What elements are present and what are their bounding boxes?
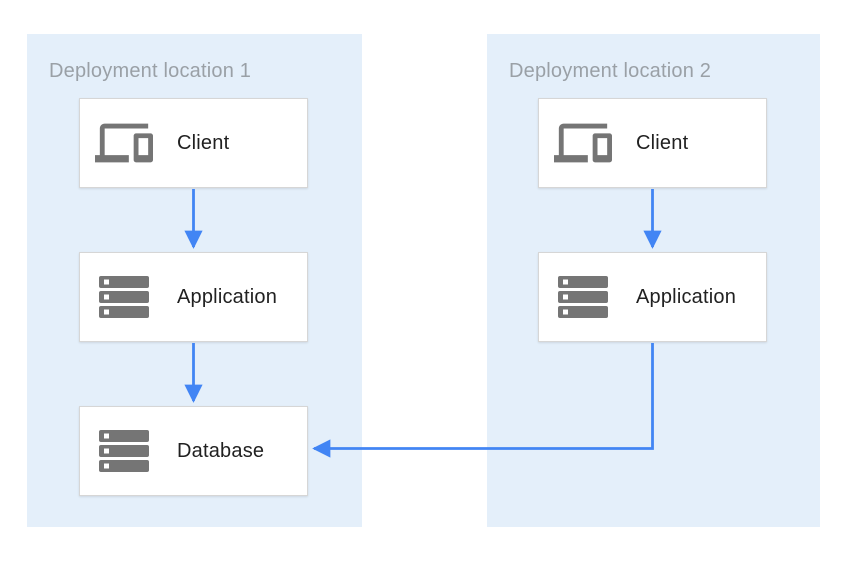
node-label: Client — [177, 131, 230, 154]
server-stack-icon — [554, 276, 612, 318]
devices-icon — [554, 114, 612, 172]
server-stack-icon — [95, 430, 153, 472]
node-client-1: Client — [79, 98, 308, 188]
panel-title: Deployment location 1 — [49, 60, 252, 82]
node-label: Application — [177, 285, 278, 308]
devices-icon — [95, 114, 153, 172]
node-client-2: Client — [538, 98, 767, 188]
panel-title: Deployment location 2 — [509, 60, 712, 82]
node-application-2: Application — [538, 252, 767, 342]
deployment-location-2-panel: Deployment location 2 Client — [487, 34, 820, 527]
server-stack-icon — [95, 276, 153, 318]
node-label: Database — [177, 439, 265, 462]
node-application-1: Application — [79, 252, 308, 342]
node-label: Client — [636, 131, 689, 154]
node-database-1: Database — [79, 406, 308, 496]
node-label: Application — [636, 285, 737, 308]
deployment-location-1-panel: Deployment location 1 Client — [27, 34, 362, 527]
